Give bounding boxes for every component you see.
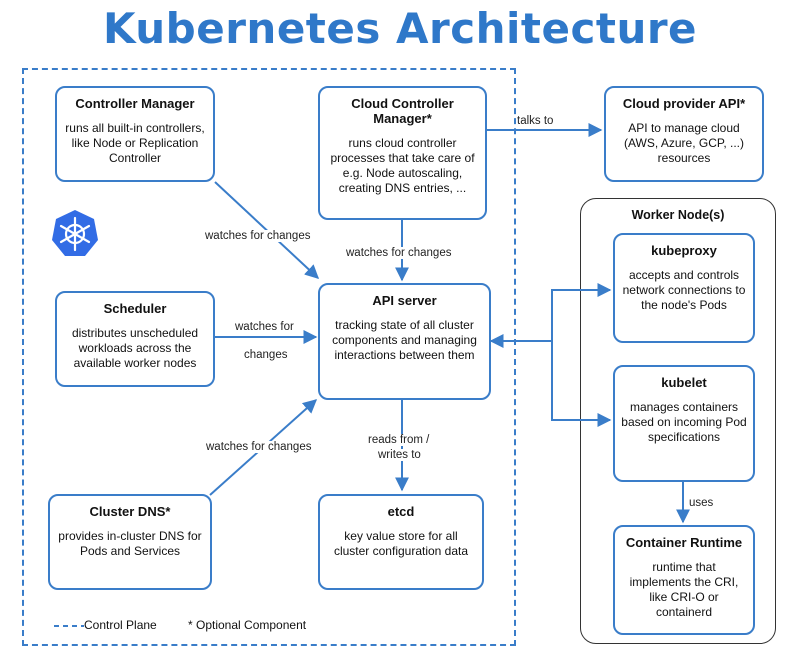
- node-api-server: API server tracking state of all cluster…: [318, 283, 491, 400]
- node-title: Cluster DNS*: [89, 504, 171, 519]
- node-scheduler: Scheduler distributes unscheduled worklo…: [55, 291, 215, 387]
- node-description: manages containers based on incoming Pod…: [621, 400, 747, 444]
- node-cloud-provider-api: Cloud provider API* API to manage cloud …: [604, 86, 764, 182]
- node-description: accepts and controls network connections…: [622, 268, 746, 312]
- node-title: kubelet: [661, 375, 707, 390]
- edge-label-sched-watch-1: watches for: [235, 321, 294, 333]
- node-description: runs all built-in controllers, like Node…: [65, 121, 205, 165]
- node-title: Cloud Controller Manager*: [351, 96, 454, 126]
- node-title: Container Runtime: [625, 535, 743, 550]
- node-controller-manager: Controller Manager runs all built-in con…: [55, 86, 215, 182]
- node-cluster-dns: Cluster DNS* provides in-cluster DNS for…: [48, 494, 212, 590]
- node-title: Scheduler: [103, 301, 167, 316]
- edge-bus-to-kubelet: [551, 341, 612, 427]
- kubernetes-logo-icon: [52, 210, 98, 256]
- node-description: distributes unscheduled workloads across…: [71, 326, 199, 370]
- node-etcd: etcd key value store for all cluster con…: [318, 494, 484, 590]
- edge-label-sched-watch-2: changes: [244, 349, 288, 361]
- node-container-runtime: Container Runtime runtime that implement…: [613, 525, 755, 635]
- node-description: API to manage cloud (AWS, Azure, GCP, ..…: [623, 121, 745, 165]
- control-plane-group: [22, 68, 516, 646]
- diagram-title: Kubernetes Architecture: [102, 4, 698, 53]
- legend-dash-swatch: [54, 625, 84, 627]
- node-description: tracking state of all cluster components…: [332, 318, 477, 362]
- node-kubeproxy: kubeproxy accepts and controls network c…: [613, 233, 755, 343]
- node-title: kubeproxy: [651, 243, 717, 258]
- node-title: Controller Manager: [75, 96, 195, 111]
- edge-label-etcd-rw-1: reads from /: [368, 434, 430, 446]
- edge-label-talks-to: talks to: [517, 115, 554, 127]
- edge-label-uses: uses: [689, 497, 714, 509]
- node-kubelet: kubelet manages containers based on inco…: [613, 365, 755, 482]
- node-description: provides in-cluster DNS for Pods and Ser…: [58, 529, 202, 558]
- node-title: Cloud provider API*: [622, 96, 746, 111]
- legend-optional-component: * Optional Component: [188, 618, 307, 632]
- node-title: etcd: [387, 504, 415, 519]
- node-description: runtime that implements the CRI, like CR…: [629, 560, 739, 619]
- edge-label-ccm-watch: watches for changes: [346, 247, 452, 259]
- node-title: API server: [372, 293, 437, 308]
- node-cloud-controller-manager: Cloud Controller Manager* runs cloud con…: [318, 86, 487, 220]
- node-description: key value store for all cluster configur…: [333, 529, 469, 558]
- edge-label-etcd-rw-2: writes to: [378, 449, 421, 461]
- legend-control-plane: Control Plane: [84, 618, 157, 632]
- edge-bus-to-kubeproxy: [551, 283, 612, 341]
- edge-label-dns-watch: watches for changes: [206, 441, 312, 453]
- node-description: runs cloud controller processes that tak…: [330, 136, 475, 195]
- worker-node-title: Worker Node(s): [631, 208, 725, 222]
- edge-label-cm-watch: watches for changes: [205, 230, 311, 242]
